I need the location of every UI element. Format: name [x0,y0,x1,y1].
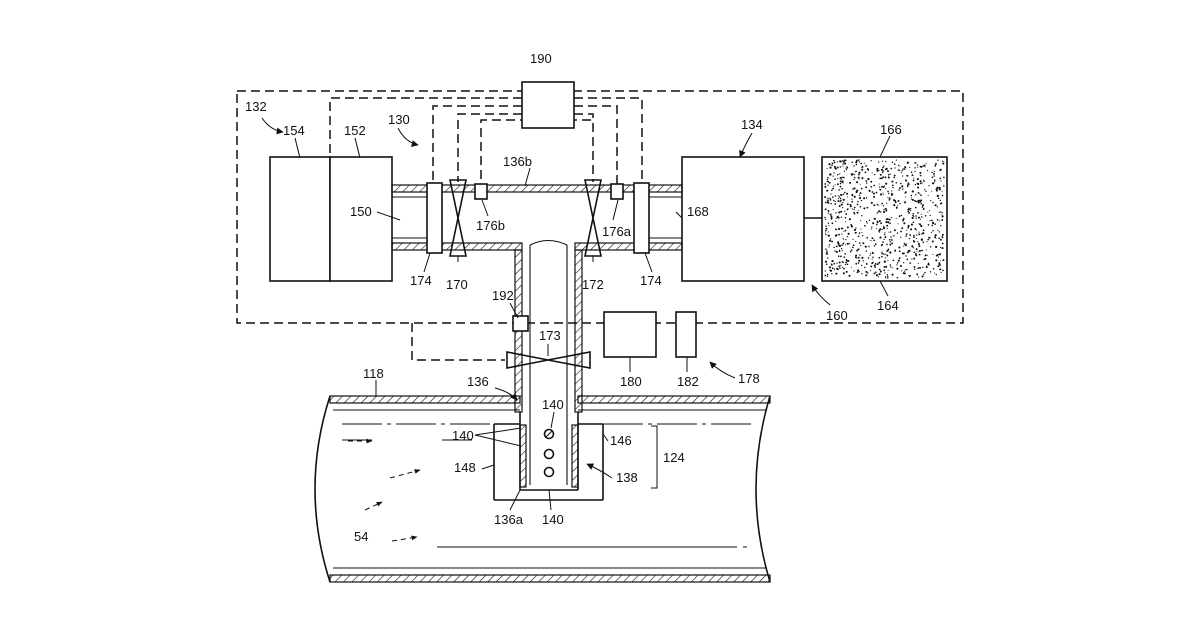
component-180 [604,312,656,357]
label-192: 192 [492,288,514,303]
label-190: 190 [530,51,552,66]
label-140-top: 140 [542,397,564,412]
housing-146 [494,424,603,500]
flow-arrows [348,441,420,541]
label-172: 172 [582,277,604,292]
pipe-118 [315,396,770,582]
label-152: 152 [344,123,366,138]
label-140-bottom: 140 [542,512,564,527]
label-176b: 176b [476,218,505,233]
label-160: 160 [826,308,848,323]
label-174-left: 174 [410,273,432,288]
controller-box [522,82,574,128]
holes-140 [545,430,554,477]
label-168: 168 [687,204,709,219]
block-154 [270,157,330,281]
block-134 [682,157,804,281]
label-173: 173 [539,328,561,343]
label-182: 182 [677,374,699,389]
label-146: 146 [610,433,632,448]
sensor-176a [611,184,623,199]
label-118: 118 [363,366,384,381]
label-136: 136 [467,374,489,389]
component-182 [676,312,696,357]
label-154: 154 [283,123,305,138]
sensor-192 [513,316,528,331]
label-164: 164 [877,298,899,313]
label-180: 180 [620,374,642,389]
label-54: 54 [354,529,368,544]
label-170: 170 [446,277,468,292]
label-166: 166 [880,122,902,137]
label-174-right: 174 [640,273,662,288]
label-136b: 136b [503,154,532,169]
sensor-176b [475,184,487,199]
label-136a: 136a [494,512,524,527]
label-124: 124 [663,450,685,465]
label-178: 178 [738,371,760,386]
label-138: 138 [616,470,638,485]
label-134: 134 [741,117,763,132]
label-150: 150 [350,204,372,219]
label-130: 130 [388,112,410,127]
label-176a: 176a [602,224,632,239]
label-140-left: 140 [452,428,474,443]
block-152 [330,157,392,281]
flange-right [634,183,649,253]
label-132: 132 [245,99,267,114]
flange-left [427,183,442,253]
label-148: 148 [454,460,476,475]
